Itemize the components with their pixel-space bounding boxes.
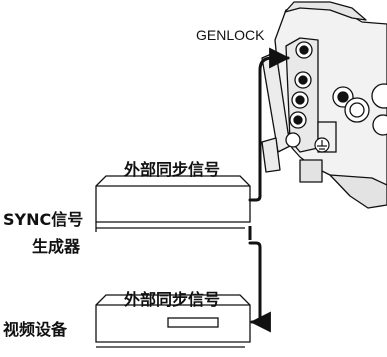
connector-5 bbox=[285, 132, 301, 148]
sync-generator-box bbox=[95, 175, 251, 232]
sync-signal-label-top: 外部同步信号 bbox=[124, 160, 221, 179]
camera-tab bbox=[261, 137, 281, 173]
video-device-label: 视频设备 bbox=[3, 320, 68, 339]
shoulder-pad bbox=[329, 174, 387, 209]
video-device-slot bbox=[167, 317, 219, 328]
sync-generator-label-line2: 生成器 bbox=[32, 237, 81, 256]
cable-to-genlock bbox=[248, 47, 291, 202]
sync-signal-label-bottom: 外部同步信号 bbox=[124, 290, 221, 309]
camera-foot bbox=[299, 159, 323, 183]
ground-terminal-icon bbox=[314, 137, 330, 153]
sync-generator-label-line1: SYNC信号 bbox=[3, 210, 84, 229]
cables bbox=[248, 47, 291, 333]
cable-to-video-device bbox=[248, 241, 271, 333]
camera-connectors bbox=[285, 41, 387, 153]
video-device-box bbox=[95, 294, 251, 348]
connector-8 bbox=[371, 83, 387, 109]
genlock-label: GENLOCK bbox=[196, 27, 265, 43]
connector-9 bbox=[372, 114, 387, 136]
camera-handle bbox=[284, 1, 367, 21]
